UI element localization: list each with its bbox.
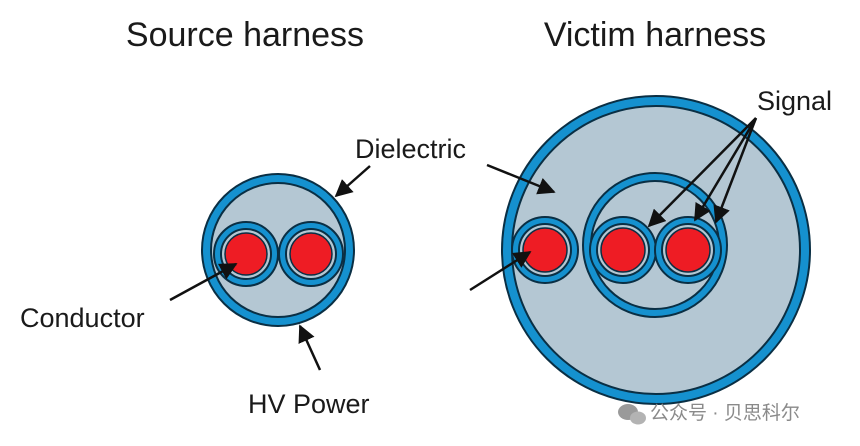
watermark: 公众号 · 贝思科尔 <box>618 402 800 425</box>
signal-arrow-1 <box>647 117 757 228</box>
signal-arrow-3 <box>713 117 758 224</box>
victim-conductor-single <box>522 227 568 273</box>
victim-harness-title: Victim harness <box>544 16 766 54</box>
wechat-icon <box>618 404 646 425</box>
hv-power-arrow <box>298 324 322 371</box>
annotation-arrows <box>169 117 758 371</box>
dielectric-arrow-victim <box>486 163 556 195</box>
source-conductor-2 <box>289 232 333 276</box>
hv-power-label: HV Power <box>248 389 370 419</box>
victim-conductor-arrow <box>469 250 532 292</box>
source-harness <box>201 173 355 327</box>
signal-conductor-2 <box>665 227 711 273</box>
signal-arrow-2 <box>693 117 758 222</box>
watermark-text: 公众号 · 贝思科尔 <box>650 402 800 424</box>
conductor-arrow <box>169 262 238 302</box>
dielectric-arrow-source <box>334 165 371 198</box>
conductor-label: Conductor <box>20 303 145 333</box>
source-harness-title: Source harness <box>126 16 364 54</box>
signal-conductor-1 <box>600 227 646 273</box>
dielectric-label: Dielectric <box>355 134 466 164</box>
victim-harness <box>501 95 811 405</box>
signal-label: Signal <box>757 86 832 116</box>
source-conductor-1 <box>224 232 268 276</box>
